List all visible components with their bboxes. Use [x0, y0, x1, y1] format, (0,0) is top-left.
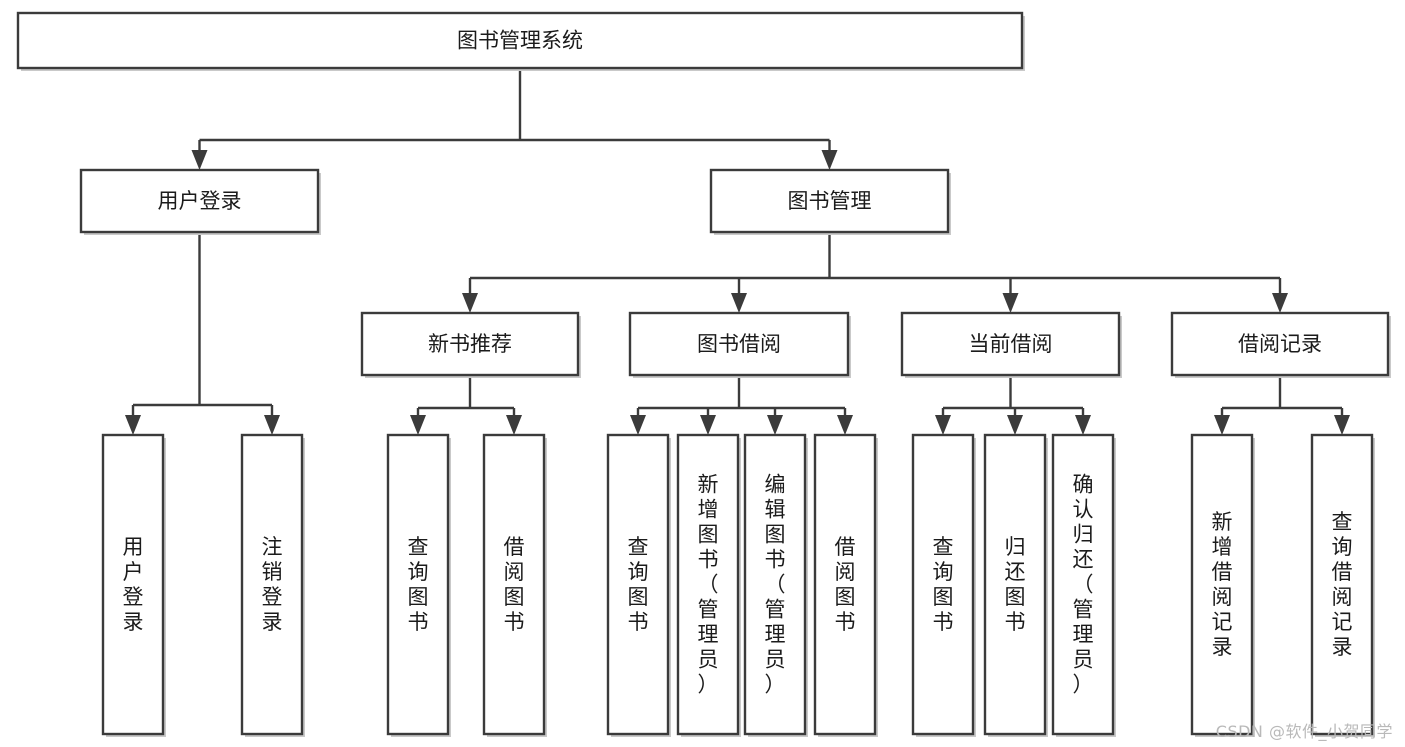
- node-label: 图书管理: [788, 189, 872, 213]
- node-label: 用户登录: [158, 189, 242, 213]
- node-leaf-return-book[interactable]: 归还图书: [983, 433, 1048, 737]
- arrow-head-icon: [630, 415, 646, 435]
- nodes-layer: 图书管理系统用户登录图书管理新书推荐图书借阅当前借阅借阅记录用户登录注销登录查询…: [16, 11, 1391, 737]
- arrow-head-icon: [1075, 415, 1091, 435]
- node-label: 查询图书: [408, 535, 429, 634]
- arrow-head-icon: [1334, 415, 1350, 435]
- node-leaf-borrow-book-rec[interactable]: 借阅图书: [482, 433, 547, 737]
- node-user-login[interactable]: 用户登录: [79, 168, 321, 235]
- arrow-head-icon: [935, 415, 951, 435]
- arrow-head-icon: [1214, 415, 1230, 435]
- node-label: 图书借阅: [697, 332, 781, 356]
- node-leaf-query-book-rec[interactable]: 查询图书: [386, 433, 451, 737]
- node-label: 借阅图书: [835, 535, 856, 634]
- node-leaf-user-login[interactable]: 用户登录: [101, 433, 166, 737]
- node-label: 编辑图书（管理员）: [765, 473, 786, 697]
- arrow-head-icon: [1007, 415, 1023, 435]
- node-book-borrow[interactable]: 图书借阅: [628, 311, 851, 378]
- watermark-text: CSDN @软件_小贺同学: [1215, 722, 1393, 741]
- node-label: 查询借阅记录: [1332, 510, 1353, 659]
- arrow-head-icon: [1272, 293, 1288, 313]
- node-label: 借阅记录: [1238, 332, 1322, 356]
- node-leaf-logout[interactable]: 注销登录: [240, 433, 305, 737]
- node-label: 新增借阅记录: [1212, 510, 1233, 659]
- arrow-head-icon: [700, 415, 716, 435]
- node-new-book-recommend[interactable]: 新书推荐: [360, 311, 581, 378]
- arrow-head-icon: [410, 415, 426, 435]
- node-leaf-query-book-cur[interactable]: 查询图书: [911, 433, 976, 737]
- arrow-head-icon: [506, 415, 522, 435]
- arrow-head-icon: [264, 415, 280, 435]
- node-leaf-add-record[interactable]: 新增借阅记录: [1190, 433, 1255, 737]
- edges-layer: [131, 68, 1344, 415]
- node-current-borrow[interactable]: 当前借阅: [900, 311, 1122, 378]
- node-label: 归还图书: [1005, 535, 1026, 634]
- node-label: 图书管理系统: [457, 29, 583, 53]
- arrow-head-icon: [125, 415, 141, 435]
- node-leaf-borrow-book[interactable]: 借阅图书: [813, 433, 878, 737]
- arrow-head-icon: [191, 150, 208, 170]
- arrow-head-icon: [462, 293, 478, 313]
- node-leaf-add-book[interactable]: 新增图书（管理员）: [676, 433, 741, 737]
- node-borrow-record[interactable]: 借阅记录: [1170, 311, 1391, 378]
- node-leaf-edit-book[interactable]: 编辑图书（管理员）: [743, 433, 808, 737]
- node-label: 查询图书: [628, 535, 649, 634]
- node-label: 新增图书（管理员）: [698, 473, 719, 697]
- node-root[interactable]: 图书管理系统: [16, 11, 1025, 71]
- node-label: 用户登录: [123, 535, 144, 634]
- node-label: 确认归还（管理员）: [1073, 473, 1094, 697]
- node-leaf-query-book-borrow[interactable]: 查询图书: [606, 433, 671, 737]
- arrow-head-icon: [731, 293, 747, 313]
- node-label: 新书推荐: [428, 332, 512, 356]
- node-leaf-query-record[interactable]: 查询借阅记录: [1310, 433, 1375, 737]
- node-label: 借阅图书: [504, 535, 525, 634]
- node-label: 注销登录: [262, 535, 283, 634]
- node-book-management[interactable]: 图书管理: [709, 168, 951, 235]
- node-label: 当前借阅: [969, 332, 1053, 356]
- arrow-head-icon: [837, 415, 853, 435]
- arrow-head-icon: [767, 415, 783, 435]
- node-leaf-confirm-return[interactable]: 确认归还（管理员）: [1051, 433, 1116, 737]
- node-label: 查询图书: [933, 535, 954, 634]
- arrow-head-icon: [1002, 293, 1019, 313]
- arrow-head-icon: [821, 150, 838, 170]
